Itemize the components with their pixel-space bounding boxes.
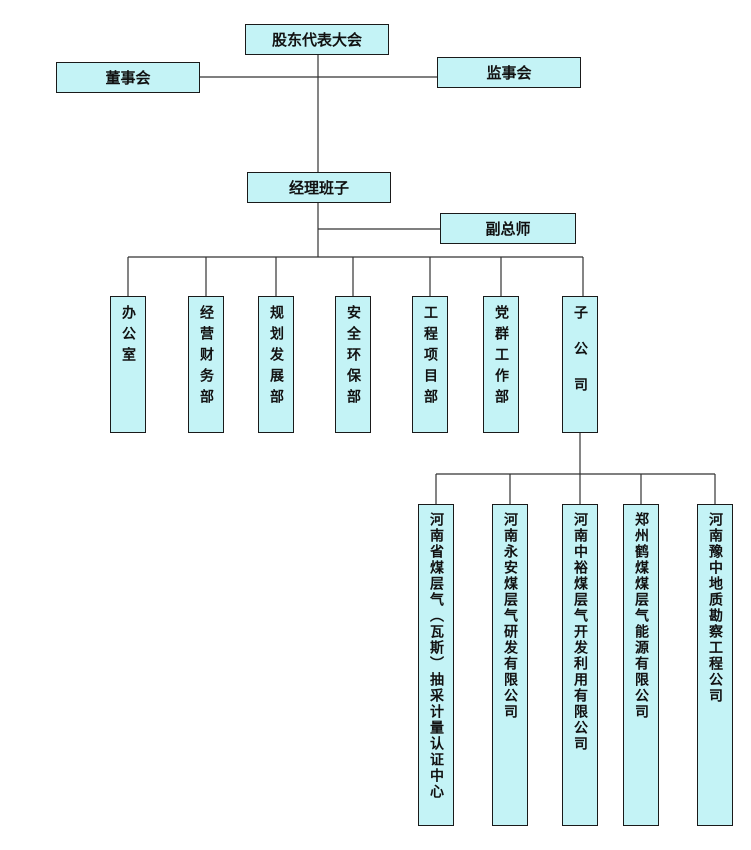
subsidiary-box: 河南中裕煤层气开发利用有限公司 [562, 504, 598, 826]
department-box: 办公室 [110, 296, 146, 433]
supervisory-board-box: 监事会 [437, 57, 581, 88]
subsidiary-label: 河南省煤层气（瓦斯）抽采计量认证中心 [428, 512, 444, 800]
department-box: 规划发展部 [258, 296, 294, 433]
board-of-directors-box: 董事会 [56, 62, 200, 93]
subsidiary-box: 郑州鹤煤煤层气能源有限公司 [623, 504, 659, 826]
department-box: 安全环保部 [335, 296, 371, 433]
department-box: 工程项目部 [412, 296, 448, 433]
subsidiary-box: 河南省煤层气（瓦斯）抽采计量认证中心 [418, 504, 454, 826]
department-label: 工程项目部 [422, 305, 438, 410]
subsidiary-label: 郑州鹤煤煤层气能源有限公司 [633, 512, 649, 720]
subsidiary-label: 河南豫中地质勘察工程公司 [707, 512, 723, 704]
department-label: 安全环保部 [345, 305, 361, 410]
department-label: 经营财务部 [198, 305, 214, 410]
subsidiary-box: 河南永安煤层气研发有限公司 [492, 504, 528, 826]
supervisory-board-label: 监事会 [486, 64, 532, 82]
department-box: 党群工作部 [483, 296, 519, 433]
management-team-box: 经理班子 [247, 172, 391, 203]
department-label: 党群工作部 [493, 305, 509, 410]
board-of-directors-label: 董事会 [105, 69, 151, 87]
department-label: 规划发展部 [268, 305, 284, 410]
subsidiary-label: 河南中裕煤层气开发利用有限公司 [572, 512, 588, 752]
deputy-chief-engineer-box: 副总师 [440, 213, 576, 244]
shareholders-meeting-box: 股东代表大会 [245, 24, 389, 55]
department-label: 办公室 [120, 305, 136, 368]
shareholders-meeting-label: 股东代表大会 [271, 31, 362, 49]
subsidiary-label: 河南永安煤层气研发有限公司 [502, 512, 518, 720]
subsidiary-box: 河南豫中地质勘察工程公司 [697, 504, 733, 826]
deputy-chief-engineer-label: 副总师 [485, 220, 531, 238]
department-box: 经营财务部 [188, 296, 224, 433]
management-team-label: 经理班子 [288, 179, 349, 197]
subsidiary-company-box: 子公司 [562, 296, 598, 433]
subsidiary-company-label: 子公司 [572, 305, 588, 413]
